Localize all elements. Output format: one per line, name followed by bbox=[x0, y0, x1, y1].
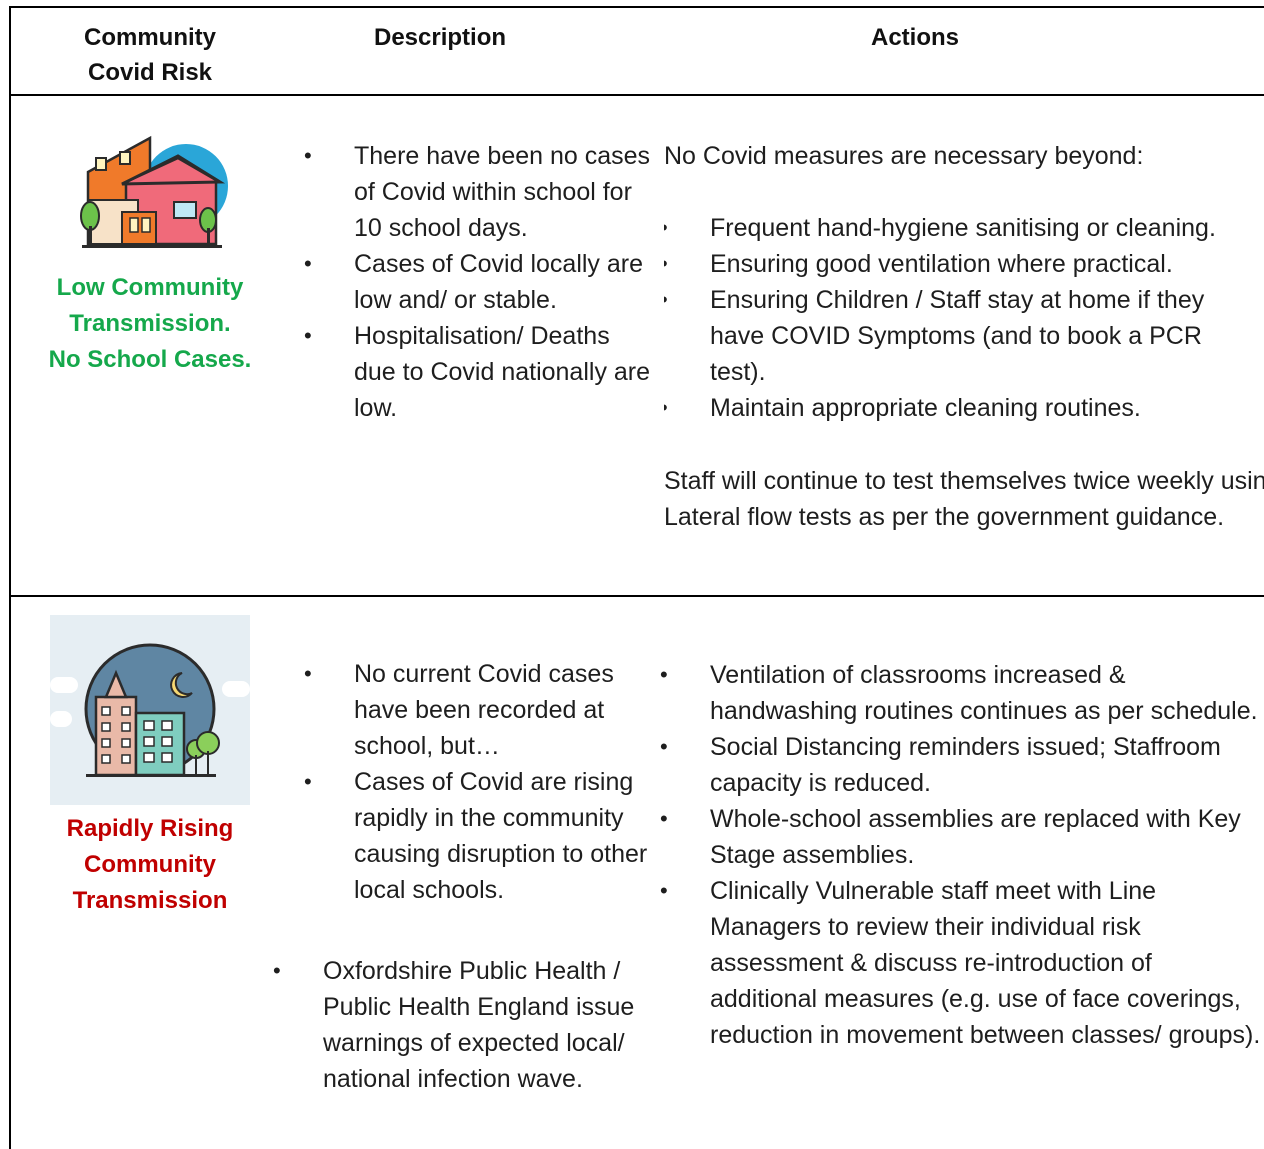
actions-cell-low: No Covid measures are necessary beyond: … bbox=[664, 135, 1264, 585]
table-divider-header bbox=[9, 94, 1264, 96]
list-item: Oxfordshire Public Health / Public Healt… bbox=[273, 953, 653, 1097]
list-item: Whole-school assemblies are replaced wit… bbox=[660, 801, 1264, 873]
list-item: Ventilation of classrooms increased & ha… bbox=[660, 657, 1264, 729]
header-actions: Actions bbox=[870, 24, 959, 51]
actions-cell-rising: Ventilation of classrooms increased & ha… bbox=[660, 655, 1264, 1145]
list-item: Hospitalisation/ Deaths due to Covid nat… bbox=[304, 318, 654, 426]
list-item: Clinically Vulnerable staff meet with Li… bbox=[660, 873, 1264, 1053]
house-icon bbox=[80, 135, 228, 248]
actions-outro: Staff will continue to test themselves t… bbox=[664, 467, 1264, 531]
actions-list-rising: Ventilation of classrooms increased & ha… bbox=[660, 657, 1264, 1053]
table-border-top bbox=[9, 6, 1264, 8]
list-item: Social Distancing reminders issued; Staf… bbox=[660, 729, 1264, 801]
list-item: Maintain appropriate cleaning routines. bbox=[664, 390, 1264, 426]
table-border-left bbox=[9, 6, 11, 1149]
risk-label-low: Low Community Transmission. No School Ca… bbox=[48, 274, 252, 373]
header-risk: Community Covid Risk bbox=[84, 24, 216, 86]
list-item: No current Covid cases have been recorde… bbox=[304, 656, 654, 764]
list-item: Cases of Covid locally are low and/ or s… bbox=[304, 246, 654, 318]
risk-label-rising: Rapidly Rising Community Transmission bbox=[66, 815, 234, 914]
list-item: Frequent hand-hygiene sanitising or clea… bbox=[664, 210, 1264, 246]
table-divider-row bbox=[9, 595, 1264, 597]
header-description: Description bbox=[373, 24, 507, 51]
list-item: There have been no cases of Covid within… bbox=[304, 138, 654, 246]
description-list-low: There have been no cases of Covid within… bbox=[304, 138, 654, 426]
description-list-rising: No current Covid cases have been recorde… bbox=[304, 656, 654, 908]
list-item: Ensuring good ventilation where practica… bbox=[664, 246, 1264, 282]
actions-list-low: Frequent hand-hygiene sanitising or clea… bbox=[664, 210, 1264, 426]
city-night-icon bbox=[50, 615, 250, 805]
actions-intro: No Covid measures are necessary beyond: bbox=[664, 142, 1144, 170]
list-item: Cases of Covid are rising rapidly in the… bbox=[304, 764, 654, 908]
description-extra-rising: Oxfordshire Public Health / Public Healt… bbox=[273, 953, 653, 1097]
list-item: Ensuring Children / Staff stay at home i… bbox=[664, 282, 1264, 390]
